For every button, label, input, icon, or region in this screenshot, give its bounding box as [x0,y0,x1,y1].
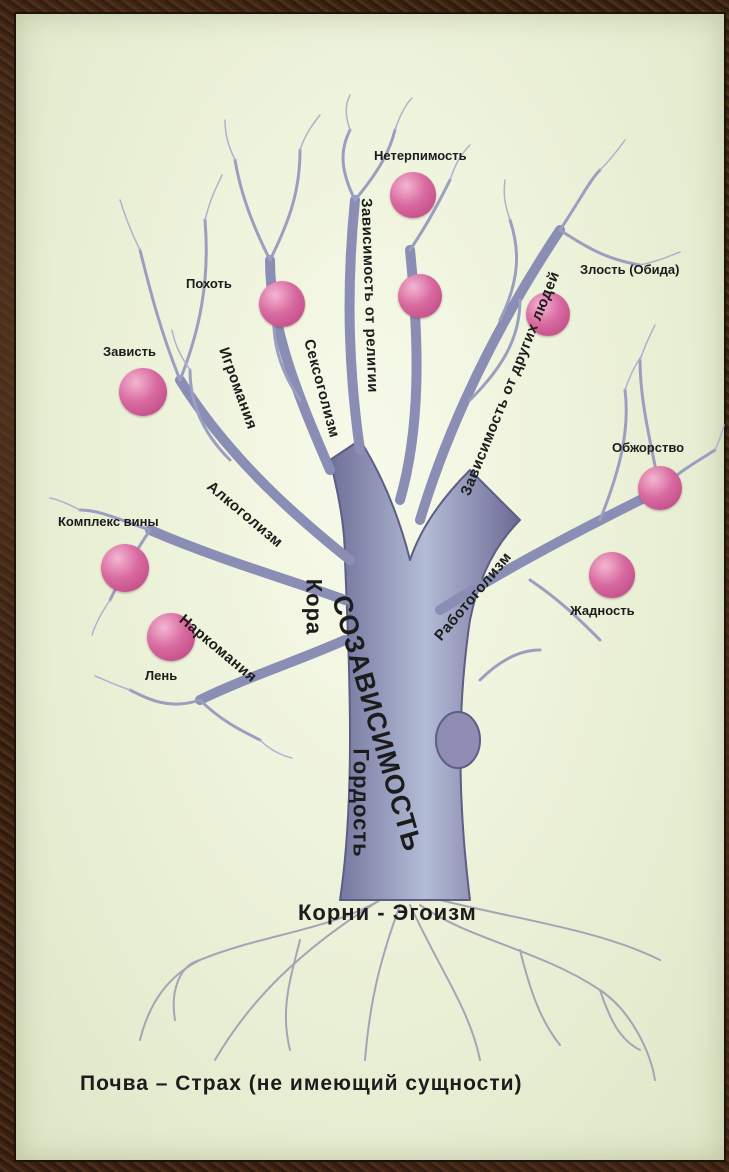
label-pochva: Почва – Страх (не имеющий сущности) [80,1072,523,1096]
label-pohot: Похоть [186,276,232,291]
fruit-middle [398,274,442,318]
label-korni: Корни - Эгоизм [298,900,477,926]
fruit-zhadnost [589,552,635,598]
label-zlost: Злость (Обида) [580,262,679,277]
label-kora: Кора [300,579,326,636]
fruit-pohot [259,281,305,327]
label-kompleks-viny: Комплекс вины [58,514,159,529]
fruit-kompleks-viny [101,544,149,592]
label-zavist: Зависть [103,344,156,359]
fruit-zavist [119,368,167,416]
roots [140,900,660,1080]
fruit-neterpimost [390,172,436,218]
label-gordost: Гордость [348,748,374,857]
label-len: Лень [145,668,177,683]
fruit-obzhorstvo [638,466,682,510]
label-zhadnost: Жадность [570,603,635,618]
label-neterpimost: Нетерпимость [374,148,467,163]
label-obzhorstvo: Обжорство [612,440,684,455]
